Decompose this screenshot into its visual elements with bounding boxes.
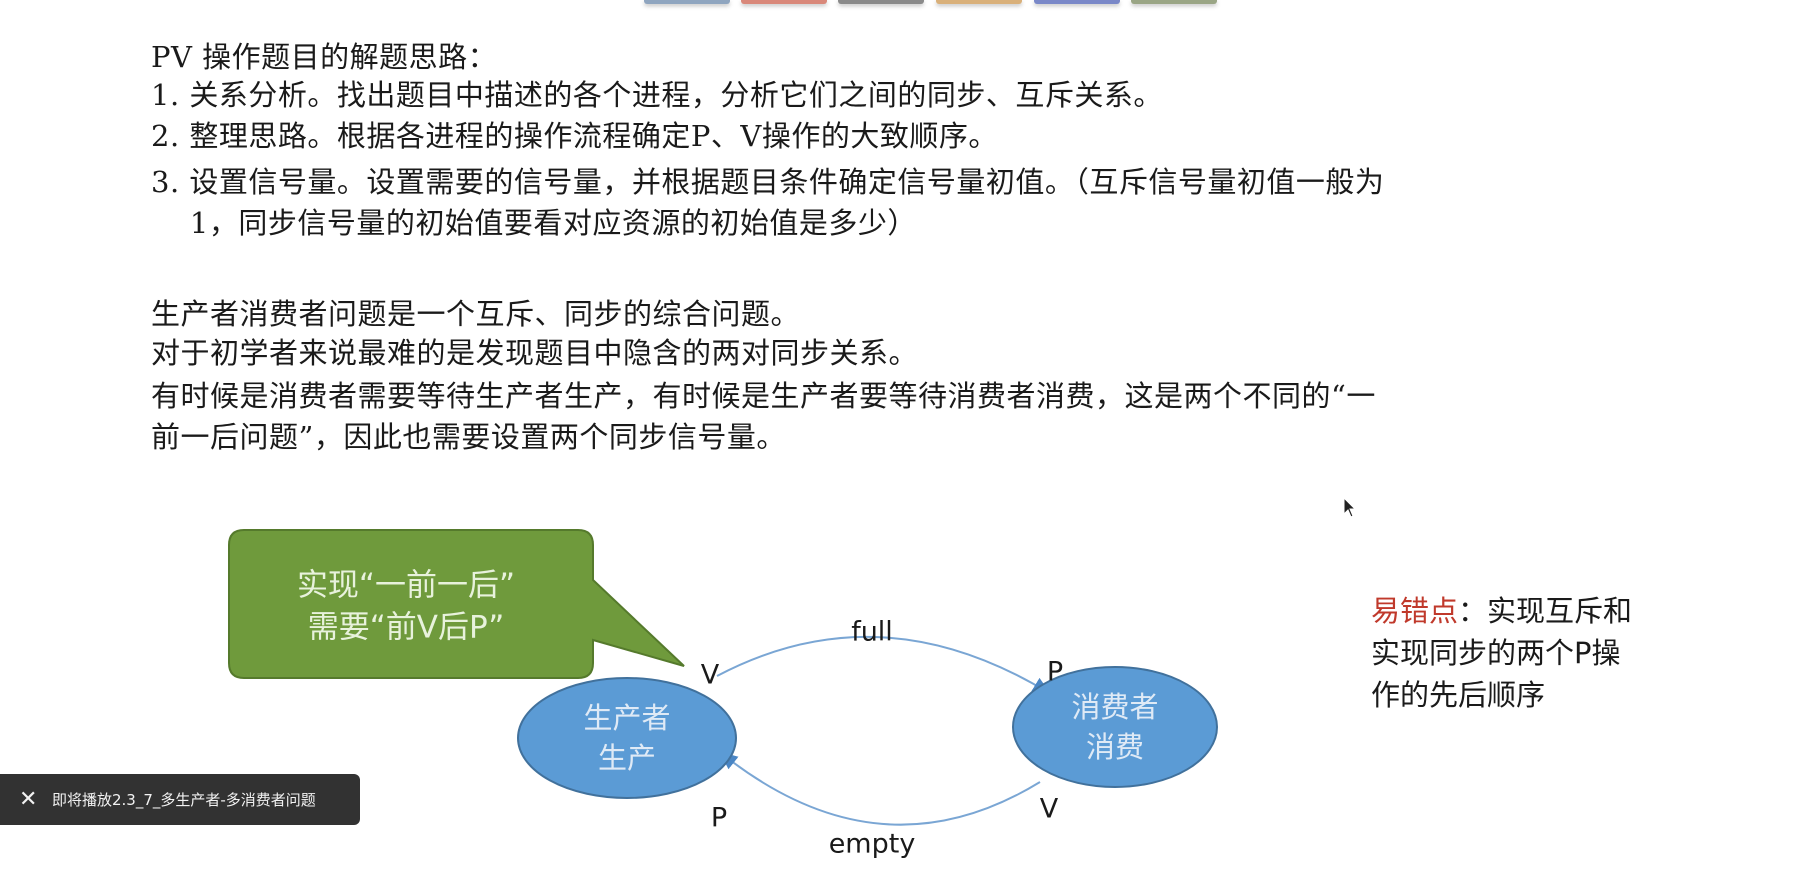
note-text: ：实现互斥和 — [1458, 594, 1633, 628]
producer-label-line: 生产者 — [583, 701, 671, 735]
consumer-label-line: 消费者 — [1071, 690, 1159, 724]
slide-tab[interactable] — [838, 0, 924, 4]
up-next-toast[interactable]: ✕ 即将播放2.3_7_多生产者-多消费者问题 — [0, 774, 360, 825]
consumer-node — [1012, 666, 1218, 788]
slide-tab[interactable] — [644, 0, 730, 4]
producer-p-op: P — [710, 802, 728, 834]
note-line: 易错点：实现互斥和 — [1371, 588, 1632, 630]
producer-label: 生产者 生产 — [583, 698, 670, 778]
close-icon[interactable]: ✕ — [19, 787, 38, 812]
step-2: 2. 整理思路。根据各进程的操作流程确定P、V操作的大致顺序。 — [151, 119, 998, 153]
consumer-p-op: P — [1046, 656, 1064, 688]
step-3: 3. 设置信号量。设置需要的信号量，并根据题目条件确定信号量初值。（互斥信号量初… — [151, 165, 1385, 199]
step-1: 1. 关系分析。找出题目中描述的各个进程，分析它们之间的同步、互斥关系。 — [151, 78, 1163, 112]
paragraph-line: 前一后问题”，因此也需要设置两个同步信号量。 — [151, 420, 786, 454]
note-line: 作的先后顺序 — [1371, 678, 1546, 712]
speech-bubble — [228, 529, 685, 679]
callout-line: 实现“一前一后” — [296, 567, 516, 604]
consumer-label: 消费者 消费 — [1071, 687, 1158, 767]
full-label: full — [851, 616, 893, 648]
paragraph-line: 有时候是消费者需要等待生产者生产，有时候是生产者要等待消费者消费，这是两个不同的… — [151, 379, 1376, 413]
producer-node — [517, 677, 737, 799]
consumer-label-line: 消费 — [1085, 730, 1145, 764]
slide-tab[interactable] — [936, 0, 1022, 4]
producer-label-line: 生产 — [597, 741, 657, 775]
step-3-cont: 1，同步信号量的初始值要看对应资源的初始值是多少） — [151, 206, 917, 240]
producer-v-op: V — [700, 659, 720, 691]
paragraph-line: 对于初学者来说最难的是发现题目中隐含的两对同步关系。 — [151, 336, 919, 370]
slide-tab[interactable] — [1034, 0, 1120, 4]
paragraph-line: 生产者消费者问题是一个互斥、同步的综合问题。 — [151, 297, 801, 331]
heading: PV 操作题目的解题思路： — [151, 40, 498, 74]
empty-label: empty — [828, 828, 916, 860]
note-highlight: 易错点 — [1371, 594, 1459, 628]
empty-arrow — [719, 751, 1041, 826]
slide-tab[interactable] — [1131, 0, 1217, 4]
full-arrow — [716, 635, 1051, 695]
up-next-label[interactable]: 即将播放2.3_7_多生产者-多消费者问题 — [52, 791, 316, 809]
consumer-v-op: V — [1039, 793, 1059, 825]
callout-line: 需要“前V后P” — [307, 609, 505, 646]
slide-tab[interactable] — [741, 0, 827, 4]
note-line: 实现同步的两个P操 — [1371, 636, 1621, 670]
mouse-cursor-icon — [1343, 497, 1357, 518]
